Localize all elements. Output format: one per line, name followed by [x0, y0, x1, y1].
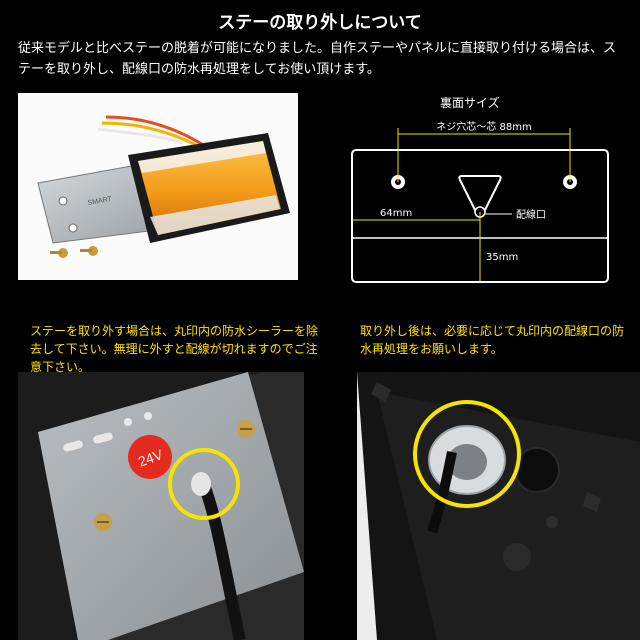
note-remove-stay: ステーを取り外す場合は、丸印内の防水シーラーを除去して下さい。無理に外すと配線が…	[30, 324, 319, 374]
cable	[197, 479, 246, 640]
screw	[237, 420, 255, 438]
highlight-circle	[413, 400, 521, 508]
lens-bottom-reflector	[150, 195, 280, 235]
rivet	[546, 516, 558, 528]
product-photo: SMART	[18, 93, 298, 280]
plate-logo-text: SMART	[87, 196, 113, 207]
page-title: ステーの取り外しについて	[218, 13, 422, 33]
white-wire	[97, 127, 184, 145]
cable-port-label: 配線口	[516, 208, 546, 221]
mount-clip	[583, 492, 601, 512]
orange-wire	[105, 115, 209, 150]
plate-slot	[63, 440, 83, 452]
cert-mark	[503, 543, 531, 571]
diagram-title: 裏面サイズ	[440, 96, 500, 110]
screw-boss	[514, 447, 560, 493]
cable	[427, 451, 457, 534]
back-size-diagram: ネジ穴芯～芯 88mm 64mm 配線口 35mm	[340, 110, 620, 290]
note-after-removal: 取り外し後は、必要に応じて丸印内の配線口の防水再処理をお願いします。	[360, 324, 625, 356]
height-dimension-label: 35mm	[486, 252, 518, 263]
screw	[94, 513, 112, 531]
stay-sealer-photo: 24V	[18, 372, 304, 640]
product-photo-illustration: SMART	[18, 93, 298, 280]
yellow-wire	[101, 121, 197, 147]
plate-slot	[93, 432, 113, 444]
lens-top-reflector	[138, 141, 266, 173]
cable-port-inner	[447, 444, 487, 480]
plate-hole	[124, 418, 132, 426]
screw	[80, 246, 98, 256]
width-dimension-label: 64mm	[380, 208, 412, 219]
mount-clip	[371, 382, 391, 402]
sealer	[191, 472, 211, 496]
voltage-badge	[128, 435, 172, 479]
plate-hole	[68, 223, 78, 233]
description-text: 従来モデルと比べステーの脱着が可能になりました。自作ステーやパネルに直接取り付け…	[18, 41, 617, 77]
plate-hole	[58, 196, 68, 206]
highlight-circle	[168, 448, 240, 520]
screw	[50, 248, 68, 258]
after-removal-photo	[357, 372, 640, 640]
plate-hole	[144, 412, 152, 420]
screw-pitch-label: ネジ穴芯～芯 88mm	[436, 120, 531, 133]
